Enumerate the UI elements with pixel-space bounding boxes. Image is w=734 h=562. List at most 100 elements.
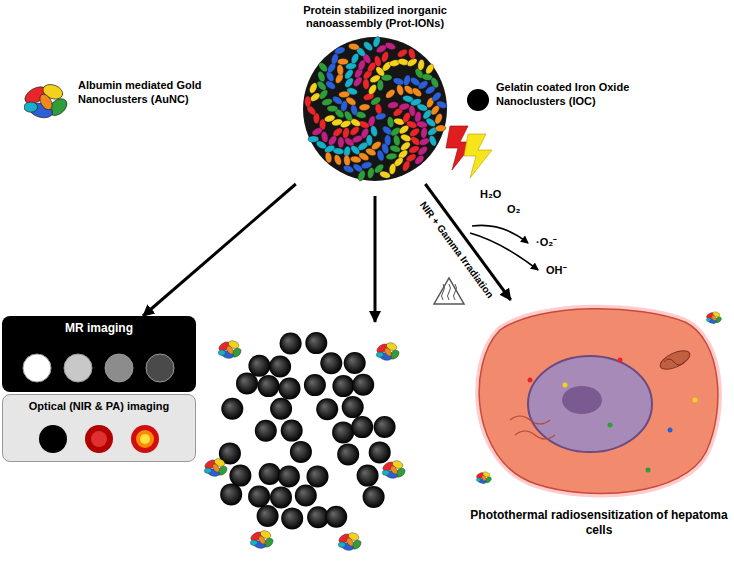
protein-part [363,78,370,89]
protein-part [402,74,411,86]
iron-oxide-particle [236,372,258,394]
optical-sample [131,425,159,453]
iron-oxide-particle [281,420,303,442]
protein-part [24,102,38,112]
protein-part [383,347,392,357]
label-box: H₂O [480,188,501,201]
protein-part [308,82,319,95]
protein-part [377,80,384,91]
protein-part [345,537,354,547]
protein-part [324,151,332,163]
protein-icon [249,529,274,549]
protein-part [334,46,347,56]
iron-oxide-particle [259,463,281,485]
iron-oxide-particle [270,398,292,420]
protein-part [311,126,324,137]
nanoassembly-sphere: Protein stabilized inorganic nanoassembl… [285,4,465,184]
protein-part [357,169,367,182]
node-text: MR imaging [2,316,196,336]
protein-part [333,154,343,167]
protein-part [342,127,350,139]
protein-part [327,105,338,112]
iron-oxide-particle [363,486,385,508]
mitochondrion [658,347,693,373]
legend-text: Gelatin coated Iron Oxide Nanoclusters (… [496,80,638,108]
iron-oxide-particle [357,465,379,487]
protein-part [481,475,487,482]
iron-oxide-particle [316,398,338,420]
protein-part [429,76,440,89]
protein-part [384,88,397,100]
cell-speck [563,383,568,388]
protein-part [387,101,399,109]
protein-part [384,41,397,51]
protein-part [218,350,225,355]
lightning-bolt [464,134,492,178]
iron-oxide-particle [320,352,342,374]
iron-oxide-particle [304,374,326,396]
protein-icon [476,471,493,484]
nucleolus [562,386,602,414]
mitochondrion-crista [664,359,684,365]
protein-part [342,164,355,174]
protein-part [395,84,404,96]
connector-arrow [425,184,510,300]
nanoassembly-drawing [285,34,465,184]
iron-oxide-particle [220,483,242,505]
protein-part [706,318,711,322]
iron-oxide-particle [281,507,303,529]
protein-part [348,125,360,137]
protein-part [225,345,234,355]
iron-oxide-particle [269,356,291,378]
mr-imaging-panel: MR imaging [2,316,196,392]
iron-oxide-particle [258,375,280,397]
protein-part [379,170,391,179]
iron-oxide-particle [332,375,354,397]
protein-part [338,137,344,148]
cell-membrane [479,309,718,494]
protein-part [316,70,326,83]
iron-oxide-particle [280,333,302,355]
protein-icon [375,341,400,361]
iron-oxide-particle [279,378,301,400]
protein-part [373,55,382,67]
protein-part [428,135,438,148]
nanocluster-swatch [467,89,489,111]
protein-swatch [24,80,68,124]
protein-part [424,63,435,76]
protein-part [398,102,410,111]
connector-arrow [143,184,296,316]
iron-oxide-particle [351,416,373,438]
protein-part [389,144,401,153]
reticulum [510,416,555,439]
protein-part [37,92,54,112]
chemical-label: OH⁻ [546,264,567,277]
protein-part [330,53,339,65]
protein-part [389,465,398,475]
iron-oxide-particle [325,506,347,528]
edge-label-box: NIR + Gamma Irradiation [417,200,496,301]
legend-item: Albumin mediated Gold Nanoclusters (AuNC… [18,76,208,126]
mr-sample [105,354,133,382]
iron-oxide-particle [290,441,312,463]
protein-part [407,48,416,60]
iron-oxide-particle [369,441,391,463]
protein-icon [217,339,242,359]
dispersed-nanoclusters [203,332,406,552]
protein-part [392,77,404,87]
protein-part [420,127,428,139]
iron-oxide-particle [278,466,300,488]
node-text: Photothermal radiosensitization of hepat… [470,508,728,538]
protein-part [308,136,319,143]
protein-part [305,96,312,107]
iron-oxide-particle [374,416,396,438]
protein-part [387,116,395,128]
protein-icon [381,459,406,479]
protein-part [320,131,329,143]
node-text: Optical (NIR & PA) imaging [3,395,195,413]
mr-sample [64,354,92,382]
optical-sample [91,431,107,447]
iron-oxide-particle [229,465,251,487]
cell-speck [646,468,651,473]
